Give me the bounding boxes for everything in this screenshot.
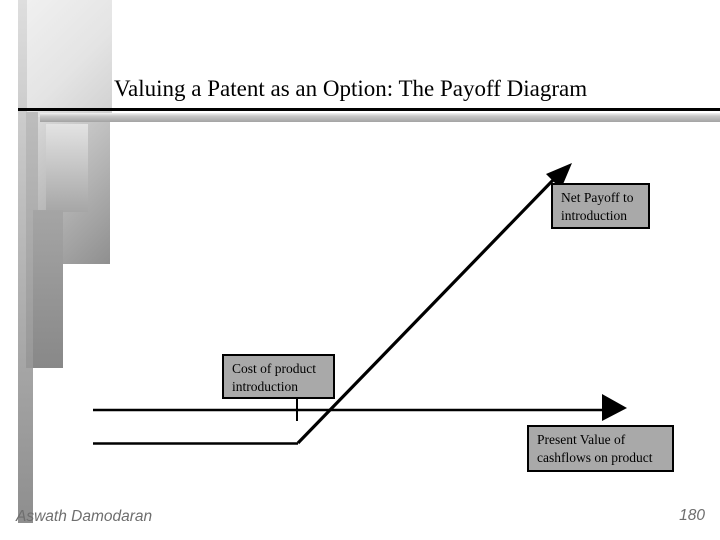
present-value-label-box: Present Value of cashflows on product xyxy=(527,425,674,472)
template-accent-block-top xyxy=(27,0,112,122)
x-axis-arrowhead-icon xyxy=(602,394,627,421)
page-number: 180 xyxy=(679,507,705,524)
payoff-line xyxy=(296,175,558,445)
template-accent-strip-low xyxy=(33,210,63,368)
slide-title: Valuing a Patent as an Option: The Payof… xyxy=(114,76,588,101)
title-underline-rule xyxy=(18,108,720,111)
template-accent-block-inner xyxy=(46,124,88,212)
payoff-arrowhead-icon xyxy=(546,163,572,189)
footer-author: Aswath Damodaran xyxy=(16,508,153,525)
net-payoff-label-box: Net Payoff to introduction xyxy=(551,183,650,229)
cost-label-box: Cost of product introduction xyxy=(222,354,335,399)
title-accent-bar xyxy=(40,113,720,122)
